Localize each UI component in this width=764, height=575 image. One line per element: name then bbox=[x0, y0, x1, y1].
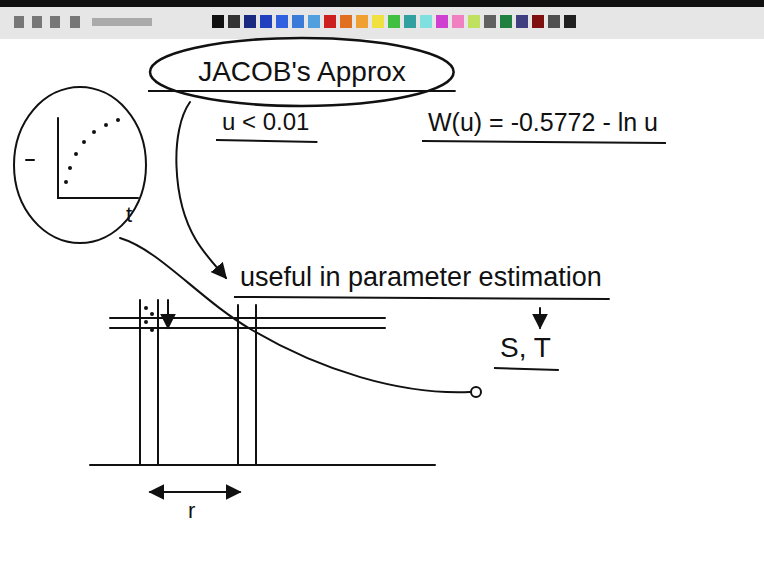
equation: W(u) = -0.5772 - ln u bbox=[428, 108, 658, 137]
graph-axes bbox=[58, 118, 138, 198]
condition: u < 0.01 bbox=[222, 108, 309, 136]
axis-label: t bbox=[126, 202, 132, 228]
title-ellipse: JACOB's Approx bbox=[148, 36, 456, 108]
window-frame bbox=[0, 0, 764, 7]
title-text: JACOB's Approx bbox=[148, 56, 456, 88]
toolbar bbox=[0, 7, 764, 39]
leader-curve bbox=[176, 102, 226, 278]
toolbar-icons bbox=[14, 16, 152, 28]
axis-tick bbox=[26, 159, 34, 161]
drawdown-curve bbox=[120, 238, 470, 392]
parameter-names: S, T bbox=[500, 332, 551, 364]
underline bbox=[422, 141, 666, 143]
underline bbox=[216, 140, 317, 142]
water-table bbox=[110, 318, 385, 328]
pumping-well bbox=[140, 300, 158, 465]
note: useful in parameter estimation bbox=[240, 262, 602, 293]
pumping-arrow bbox=[167, 300, 169, 328]
distance-arrow bbox=[150, 491, 240, 493]
down-arrow bbox=[539, 308, 541, 328]
curve-end bbox=[471, 387, 481, 397]
underline bbox=[234, 297, 610, 299]
color-palette bbox=[212, 15, 576, 28]
distance-label: r bbox=[188, 498, 195, 524]
observation-well bbox=[238, 305, 256, 465]
graph-circle bbox=[14, 87, 146, 243]
ground-line bbox=[90, 464, 435, 466]
underline bbox=[494, 368, 559, 370]
data-points bbox=[64, 118, 154, 332]
